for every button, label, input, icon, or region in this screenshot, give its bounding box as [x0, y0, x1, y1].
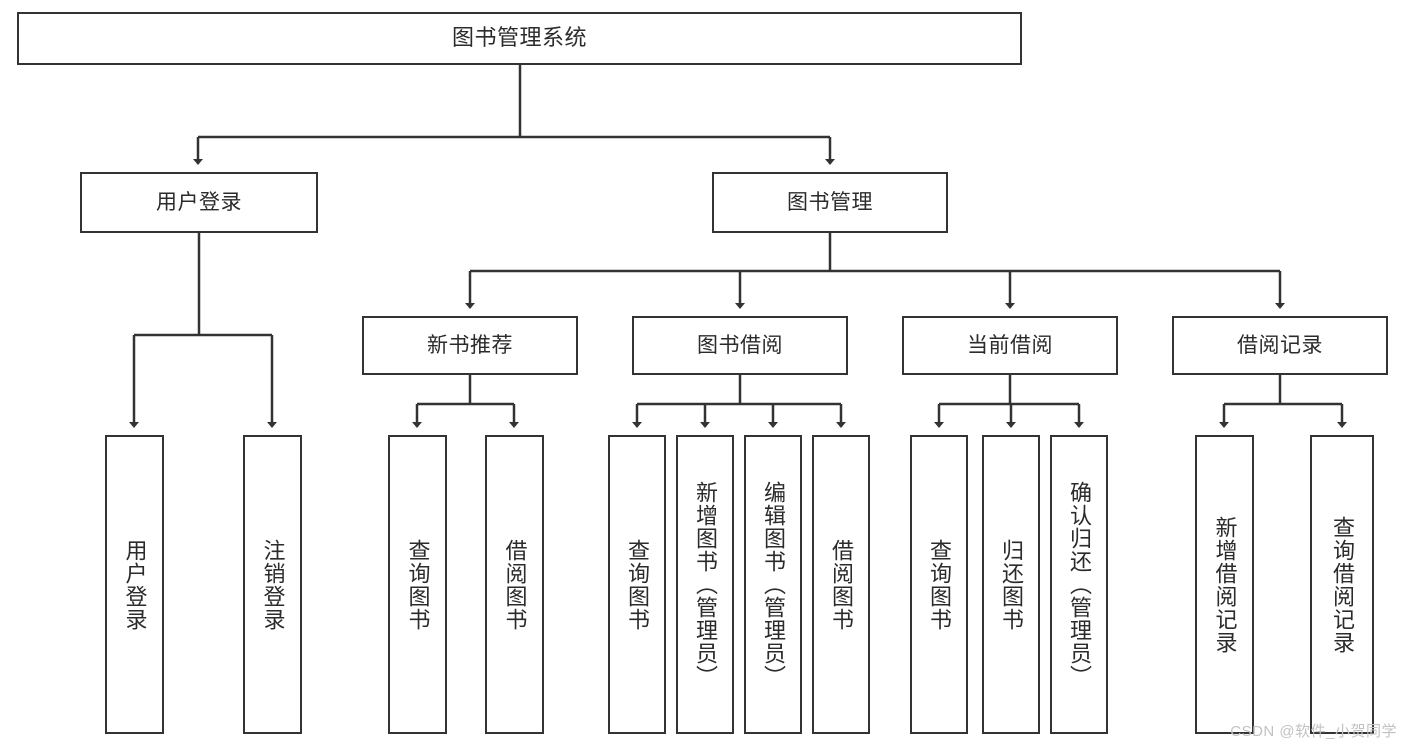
node-leaf-5[interactable]: 查询图书 [608, 435, 666, 734]
node-leaf-6[interactable]: 新增图书（管理员） [676, 435, 734, 734]
node-level2-4[interactable]: 借阅记录 [1172, 316, 1388, 375]
node-root[interactable]: 图书管理系统 [17, 12, 1022, 65]
node-level1-1-label: 用户登录 [156, 190, 242, 214]
node-leaf-9[interactable]: 查询图书 [910, 435, 968, 734]
node-leaf-10-label: 归还图书 [998, 538, 1024, 631]
node-leaf-12-label: 新增借阅记录 [1212, 515, 1238, 654]
node-level1-1[interactable]: 用户登录 [80, 172, 318, 233]
node-leaf-9-label: 查询图书 [926, 538, 952, 631]
node-leaf-7-label: 编辑图书（管理员） [760, 481, 786, 688]
node-leaf-7[interactable]: 编辑图书（管理员） [744, 435, 802, 734]
node-root-label: 图书管理系统 [451, 25, 587, 51]
node-leaf-2-label: 注销登录 [260, 538, 286, 631]
node-leaf-8-label: 借阅图书 [828, 538, 854, 631]
node-leaf-6-label: 新增图书（管理员） [692, 481, 718, 688]
node-level2-4-label: 借阅记录 [1237, 333, 1323, 357]
node-leaf-8[interactable]: 借阅图书 [812, 435, 870, 734]
node-leaf-1[interactable]: 用户登录 [105, 435, 164, 734]
node-leaf-5-label: 查询图书 [624, 538, 650, 631]
node-leaf-1-label: 用户登录 [122, 538, 148, 631]
node-leaf-13-label: 查询借阅记录 [1329, 515, 1355, 654]
watermark: CSDN @软件_小贺同学 [1230, 723, 1397, 740]
node-level1-2-label: 图书管理 [787, 190, 873, 214]
node-level2-3-label: 当前借阅 [967, 333, 1053, 357]
node-leaf-4-label: 借阅图书 [502, 538, 528, 631]
node-leaf-3-label: 查询图书 [405, 538, 431, 631]
node-leaf-4[interactable]: 借阅图书 [485, 435, 544, 734]
node-leaf-11[interactable]: 确认归还（管理员） [1050, 435, 1108, 734]
node-leaf-11-label: 确认归还（管理员） [1066, 481, 1092, 688]
node-level2-1-label: 新书推荐 [427, 333, 513, 357]
node-leaf-13[interactable]: 查询借阅记录 [1310, 435, 1374, 734]
node-leaf-12[interactable]: 新增借阅记录 [1195, 435, 1254, 734]
node-level2-3[interactable]: 当前借阅 [902, 316, 1118, 375]
node-level2-2-label: 图书借阅 [697, 333, 783, 357]
node-level2-1[interactable]: 新书推荐 [362, 316, 578, 375]
node-leaf-2[interactable]: 注销登录 [243, 435, 302, 734]
node-leaf-10[interactable]: 归还图书 [982, 435, 1040, 734]
node-level2-2[interactable]: 图书借阅 [632, 316, 848, 375]
node-level1-2[interactable]: 图书管理 [712, 172, 948, 233]
node-leaf-3[interactable]: 查询图书 [388, 435, 447, 734]
